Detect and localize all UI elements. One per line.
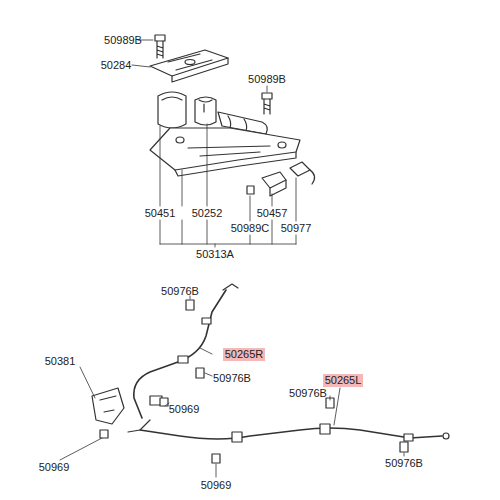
callout-number: 50969	[169, 403, 200, 416]
callout-number: 50976B	[385, 457, 423, 470]
fasteners	[100, 300, 408, 463]
part-highlight: 50265L	[323, 374, 364, 387]
part-number: 50265R	[225, 348, 264, 360]
leader-lines	[60, 296, 404, 477]
callout-number: 50457	[257, 207, 288, 220]
callout-number: 50381	[45, 355, 76, 368]
callout-number: 50976B	[289, 387, 327, 400]
callout-number: 50252	[192, 207, 223, 220]
cable-bracket	[92, 388, 124, 424]
callout-number: 50989C	[231, 222, 270, 235]
part-number: 50265L	[325, 374, 362, 386]
lever-assembly	[150, 92, 300, 176]
callout-number: 50989B	[104, 34, 142, 47]
brake-switch	[290, 162, 315, 184]
brake-cable-left	[128, 420, 449, 442]
callout-number: 50313A	[196, 248, 234, 261]
bolt	[262, 93, 272, 114]
bolt	[155, 35, 165, 58]
part-highlight: 50265R	[223, 348, 266, 361]
callout-number: 50451	[145, 207, 176, 220]
callout-number: 50969	[39, 461, 70, 474]
callout-number: 50976B	[161, 285, 199, 298]
callout-number: 50969	[201, 479, 232, 492]
callout-number: 50989B	[248, 73, 286, 86]
callout-number: 50977	[281, 222, 312, 235]
switch-bracket	[247, 172, 286, 196]
callout-number: 50976B	[213, 372, 251, 385]
callout-number: 50284	[101, 59, 132, 72]
leader-lines	[160, 124, 296, 247]
bracket	[150, 50, 228, 82]
